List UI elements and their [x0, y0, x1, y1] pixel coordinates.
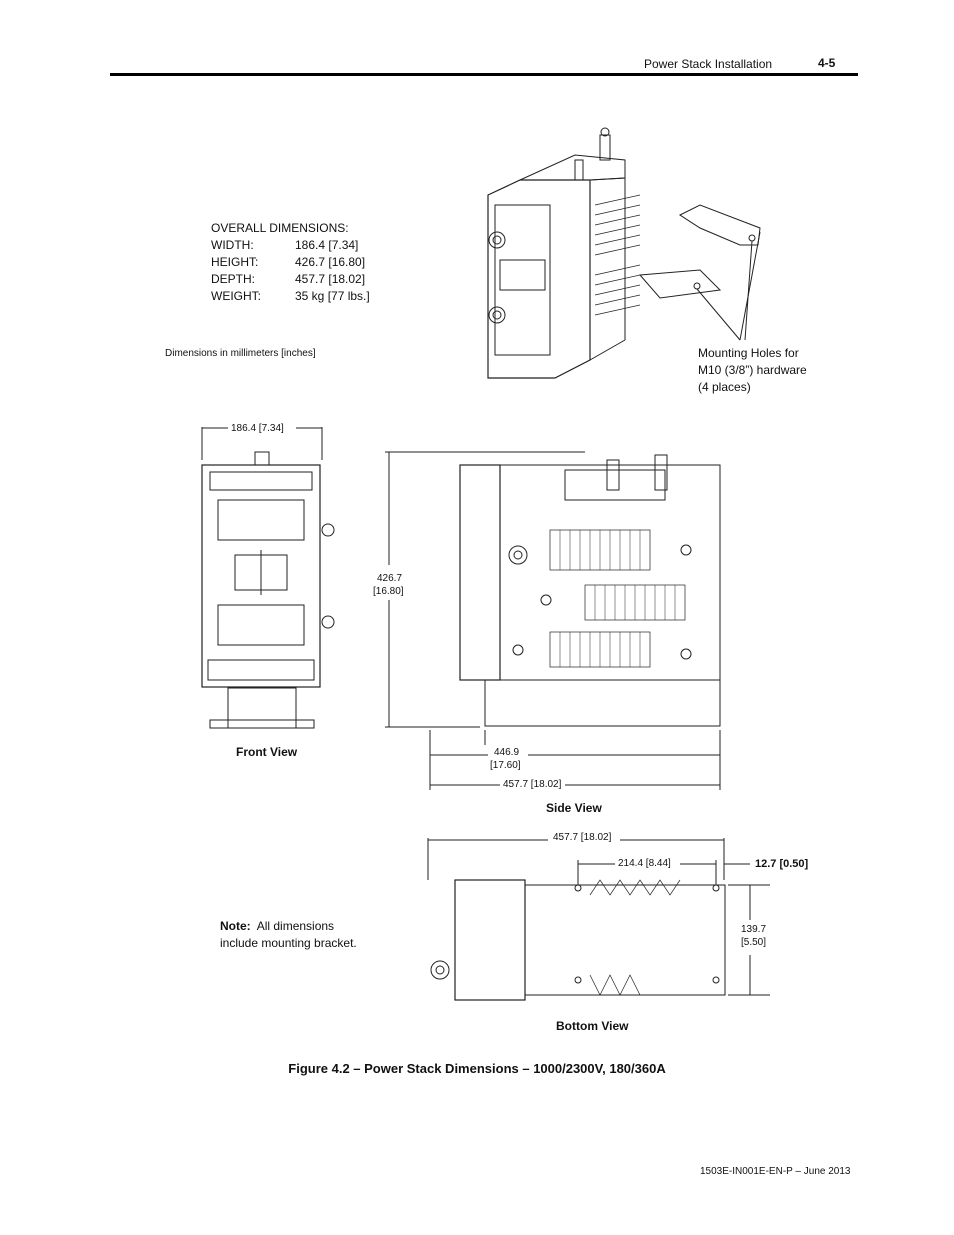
- bottom-width-dim-inches: [5.50]: [741, 937, 767, 948]
- note-line: include mounting bracket.: [220, 936, 357, 950]
- side-depth-inner-dim: 446.9: [494, 747, 520, 758]
- dimension-row-weight: WEIGHT: 35 kg [77 lbs.]: [211, 288, 370, 305]
- mounting-note-line: Mounting Holes for: [698, 346, 799, 360]
- side-height-dim-inches: [16.80]: [373, 586, 404, 597]
- page-number: 4-5: [818, 56, 836, 70]
- dimension-row-width: WIDTH: 186.4 [7.34]: [211, 237, 370, 254]
- mounting-holes-note: Mounting Holes for M10 (3/8”) hardware (…: [698, 345, 807, 396]
- note-label: Note:: [220, 919, 251, 933]
- dimension-row-depth: DEPTH: 457.7 [18.02]: [211, 271, 370, 288]
- bottom-edge-offset-dim: 12.7 [0.50]: [755, 858, 809, 870]
- bottom-view-drawing: [427, 838, 770, 1001]
- bottom-hole-spacing-dim: 214.4 [8.44]: [618, 858, 671, 869]
- dimension-row-height: HEIGHT: 426.7 [16.80]: [211, 254, 370, 271]
- note-line: All dimensions: [256, 919, 335, 933]
- overall-dimensions-title: OVERALL DIMENSIONS:: [211, 221, 349, 235]
- front-view-drawing: [201, 427, 335, 729]
- dimension-value: 186.4 [7.34]: [295, 238, 359, 252]
- header-rule: [110, 73, 858, 76]
- front-width-dim: 186.4 [7.34]: [231, 423, 284, 434]
- section-title: Power Stack Installation: [644, 57, 773, 71]
- dimension-value: 457.7 [18.02]: [295, 272, 366, 286]
- bottom-view-label: Bottom View: [556, 1019, 629, 1033]
- document-footer: 1503E-IN001E-EN-P – June 2013: [700, 1166, 851, 1177]
- dimension-label: HEIGHT:: [211, 255, 259, 269]
- dimension-label: DEPTH:: [211, 272, 256, 286]
- side-view-label: Side View: [546, 801, 602, 815]
- bottom-overall-dim: 457.7 [18.02]: [553, 832, 612, 843]
- overall-dimensions: OVERALL DIMENSIONS: WIDTH: 186.4 [7.34] …: [211, 220, 370, 305]
- front-view-label: Front View: [236, 745, 298, 759]
- dimensions-note: Note: All dimensions include mounting br…: [220, 918, 357, 952]
- side-view-drawing: [385, 451, 721, 790]
- mounting-note-line: M10 (3/8”) hardware: [698, 363, 807, 377]
- units-note: Dimensions in millimeters [inches]: [165, 348, 316, 359]
- side-depth-inner-dim-inches: [17.60]: [490, 760, 521, 771]
- dimension-value: 35 kg [77 lbs.]: [295, 289, 370, 303]
- bottom-width-dim: 139.7: [741, 924, 767, 935]
- side-height-dim: 426.7: [377, 573, 403, 584]
- dimension-label: WEIGHT:: [211, 289, 261, 303]
- side-depth-overall-dim: 457.7 [18.02]: [503, 779, 562, 790]
- dimension-label: WIDTH:: [211, 238, 254, 252]
- isometric-view-drawing: [487, 127, 761, 379]
- dimension-value: 426.7 [16.80]: [295, 255, 366, 269]
- mounting-note-line: (4 places): [698, 380, 751, 394]
- figure-caption: Figure 4.2 – Power Stack Dimensions – 10…: [288, 1061, 666, 1076]
